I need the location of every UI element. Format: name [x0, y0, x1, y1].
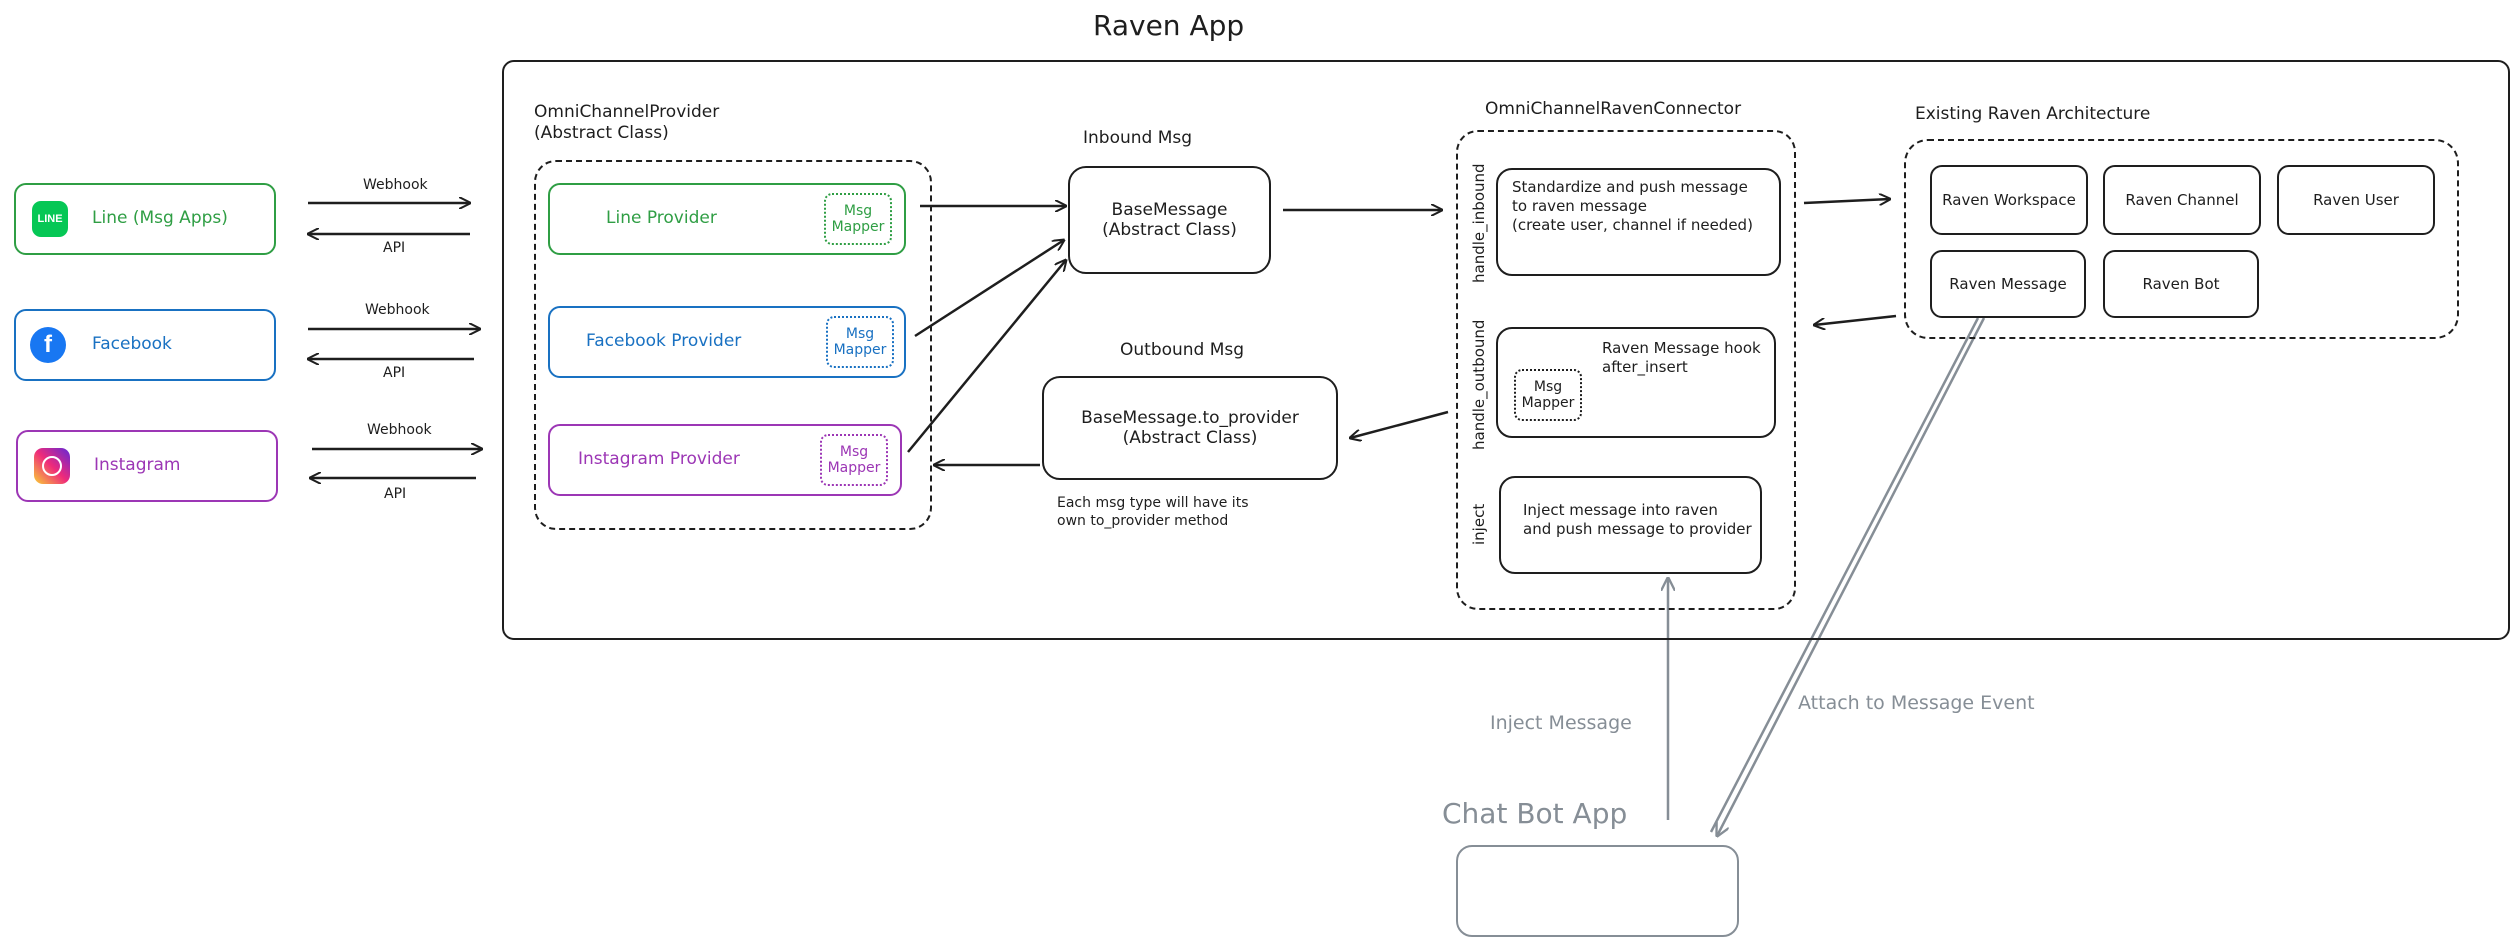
- provider-instagram-mapper: Msg Mapper: [820, 434, 888, 486]
- instagram-to-inbound-arrow: [907, 260, 1066, 453]
- instagram-api-label: API: [384, 486, 407, 502]
- inbound-heading: Inbound Msg: [1083, 128, 1193, 148]
- line-app-icon: LINE: [32, 201, 68, 237]
- instagram-webhook-label: Webhook: [367, 422, 432, 438]
- facebook-icon: f: [30, 327, 66, 363]
- architecture-label: Existing Raven Architecture: [1915, 104, 2151, 124]
- raven-app-frame: [502, 60, 2510, 640]
- provider-line-mapper: Msg Mapper: [824, 193, 892, 245]
- line-api-label: API: [383, 240, 406, 256]
- provider-line: Line Provider Msg Mapper: [548, 183, 906, 255]
- facebook-to-inbound-arrow: [914, 240, 1064, 338]
- provider-group-label: OmniChannelProvider (Abstract Class): [534, 102, 720, 144]
- app-title: Raven App: [1093, 9, 1245, 42]
- handle-inbound-box: Standardize and push message to raven me…: [1496, 168, 1781, 276]
- provider-facebook-mapper: Msg Mapper: [826, 316, 894, 368]
- provider-instagram-label: Instagram Provider: [578, 449, 740, 469]
- channel-facebook: f Facebook: [14, 309, 276, 381]
- handle-inbound-side-label: handle_inbound: [1470, 163, 1488, 283]
- channel-facebook-label: Facebook: [92, 334, 172, 354]
- provider-line-label: Line Provider: [606, 208, 717, 228]
- provider-instagram: Instagram Provider Msg Mapper: [548, 424, 902, 496]
- handle-inbound-text: Standardize and push message to raven me…: [1512, 178, 1753, 234]
- outbound-heading: Outbound Msg: [1120, 340, 1245, 360]
- inject-text: Inject message into raven and push messa…: [1523, 501, 1752, 538]
- arch-raven-bot: Raven Bot: [2103, 250, 2259, 318]
- outbound-note: Each msg type will have its own to_provi…: [1057, 495, 1249, 529]
- facebook-api-label: API: [383, 365, 406, 381]
- channel-line-label: Line (Msg Apps): [92, 208, 228, 228]
- channel-instagram: Instagram: [16, 430, 278, 502]
- inbound-basemessage-box: BaseMessage (Abstract Class): [1068, 166, 1271, 274]
- connector-group: [1456, 130, 1796, 610]
- connector-to-architecture-arrow: [1803, 199, 1890, 203]
- provider-group: [534, 160, 932, 530]
- inject-box: Inject message into raven and push messa…: [1499, 476, 1762, 574]
- handle-outbound-text: Raven Message hook after_insert: [1602, 339, 1761, 376]
- chatbot-label: Chat Bot App: [1442, 797, 1628, 830]
- handle-outbound-box: Raven Message hook after_insert Msg Mapp…: [1496, 327, 1776, 438]
- facebook-webhook-label: Webhook: [365, 302, 430, 318]
- handle-outbound-mapper: Msg Mapper: [1514, 369, 1582, 421]
- inject-message-edge-label: Inject Message: [1490, 712, 1632, 734]
- outbound-to-provider-box: BaseMessage.to_provider (Abstract Class): [1042, 376, 1338, 480]
- line-webhook-label: Webhook: [363, 177, 428, 193]
- handle-outbound-side-label: handle_outbound: [1470, 319, 1488, 450]
- channel-line: LINE Line (Msg Apps): [14, 183, 276, 255]
- provider-facebook: Facebook Provider Msg Mapper: [548, 306, 906, 378]
- architecture-to-connector-arrow: [1814, 314, 1897, 325]
- attach-event-arrow: [1717, 317, 1986, 836]
- connector-to-outbound-arrow: [1350, 410, 1449, 438]
- arch-raven-workspace: Raven Workspace: [1930, 165, 2088, 235]
- connector-label: OmniChannelRavenConnector: [1485, 99, 1742, 119]
- arch-raven-message: Raven Message: [1930, 250, 2086, 318]
- attach-event-edge-label: Attach to Message Event: [1798, 692, 2035, 714]
- inject-side-label: inject: [1470, 503, 1488, 545]
- instagram-icon: [34, 448, 70, 484]
- arch-raven-user: Raven User: [2277, 165, 2435, 235]
- architecture-group: [1904, 139, 2459, 339]
- arch-raven-channel: Raven Channel: [2103, 165, 2261, 235]
- chatbot-box: [1456, 845, 1739, 937]
- channel-instagram-label: Instagram: [94, 455, 181, 475]
- provider-facebook-label: Facebook Provider: [586, 331, 742, 351]
